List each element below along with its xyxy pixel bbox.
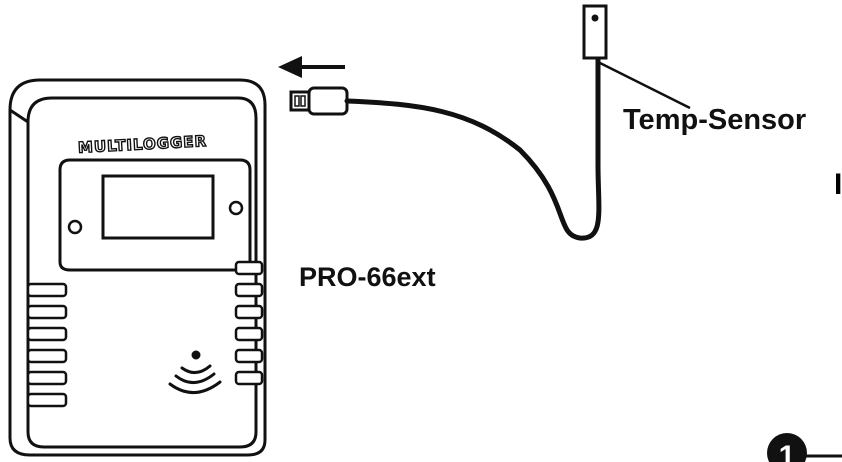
callout-number: 1 — [779, 440, 796, 462]
sensor-leader-line — [597, 60, 691, 110]
vent-slot — [26, 282, 68, 298]
logger-device — [8, 78, 267, 457]
vent-slot — [26, 326, 68, 342]
lcd-screen — [101, 174, 215, 240]
device-edge-line — [9, 108, 29, 124]
vent-slot — [26, 348, 68, 364]
sensor-cable — [344, 57, 602, 241]
vent-slot — [234, 260, 264, 276]
vent-slot — [234, 282, 264, 298]
vent-slot — [234, 370, 264, 386]
screw-right — [228, 200, 244, 216]
vent-slot — [26, 392, 68, 408]
edge-text-fragment: I — [834, 168, 842, 201]
arrow-left-icon — [278, 56, 345, 78]
vent-slot — [234, 348, 264, 364]
wireless-icon — [168, 350, 222, 394]
model-label: PRO-66ext — [299, 262, 436, 292]
vent-slot — [234, 304, 264, 320]
vent-slots-left — [26, 282, 68, 408]
vent-slot — [26, 304, 68, 320]
vent-slot — [26, 370, 68, 386]
screw-left — [67, 219, 83, 235]
vent-slots-right — [234, 260, 264, 386]
temp-sensor-label: Temp-Sensor — [623, 104, 807, 136]
usb-plug-icon — [289, 86, 349, 116]
vent-slot — [234, 326, 264, 342]
temperature-probe-icon — [582, 4, 608, 60]
callout-badge: 1 — [767, 433, 842, 462]
